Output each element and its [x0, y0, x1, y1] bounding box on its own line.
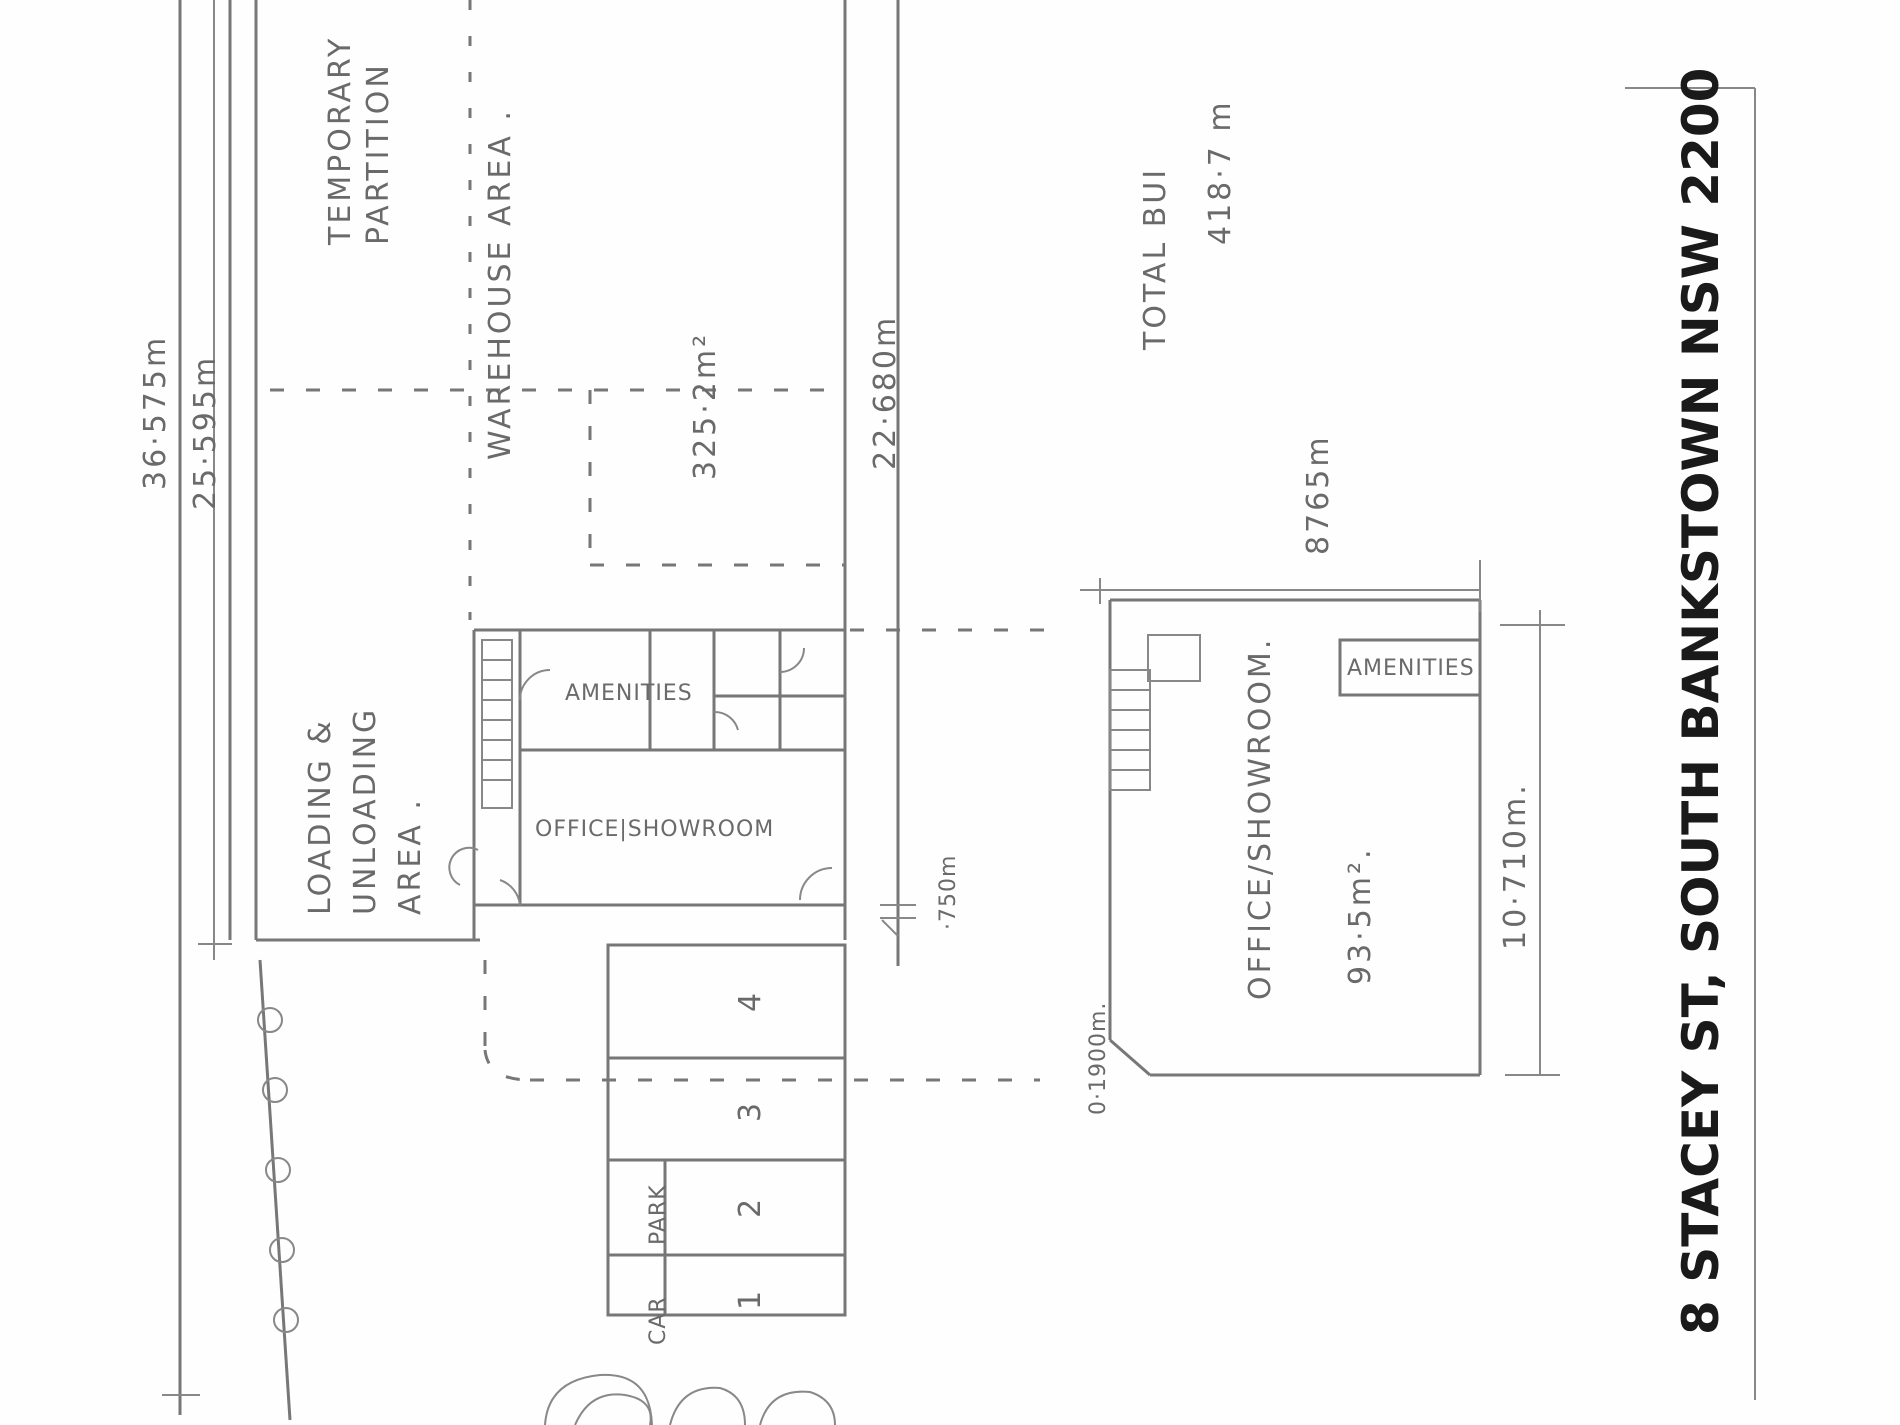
car-park-labels: CAR PARK 1 2 3 4 [646, 990, 768, 1345]
car-park [606, 943, 847, 1317]
ground-stairs [481, 639, 513, 809]
fence-posts [257, 1007, 299, 1333]
loading-label-3: AREA . [393, 797, 428, 915]
overall-dimension-lines [162, 0, 916, 1415]
title-block: 8 STACEY ST, SOUTH BANKSTOWN NSW 2200 [1625, 68, 1756, 1400]
upper-floor-plan [1080, 560, 1565, 1077]
small-offset-label: ·750m [936, 855, 961, 930]
warehouse-length-label: 22·680m [868, 315, 903, 470]
loading-label-2: UNLOADING [348, 707, 383, 915]
upper-depth-label: 10·710m. [1498, 782, 1533, 950]
dimension-labels: 36·575m 25·595m 22·680m 8765m 10·710m. ·… [138, 315, 1533, 1115]
amenities-upper-label: AMENITIES [1347, 656, 1475, 681]
office-upper-area: 93·5m². [1343, 846, 1378, 985]
partition-label-2: PARTITION [361, 62, 396, 245]
bay-2-label: 2 [733, 1196, 768, 1218]
property-address: 8 STACEY ST, SOUTH BANKSTOWN NSW 2200 [1672, 68, 1730, 1335]
amenities-ground-label: AMENITIES [565, 681, 693, 706]
park-label: PARK [646, 1184, 671, 1245]
warehouse-label: WAREHOUSE AREA . [483, 108, 518, 460]
area-labels: TEMPORARY PARTITION WAREHOUSE AREA . 325… [303, 36, 1475, 1000]
bay-3-label: 3 [733, 1100, 768, 1122]
car-label: CAR [646, 1296, 671, 1345]
partition-lines [270, 0, 1060, 1082]
loading-label-1: LOADING & [303, 718, 338, 915]
partition-label-1: TEMPORARY [323, 36, 358, 246]
corner-offset-label: 0·1900m. [1086, 1002, 1111, 1115]
rear-width-label: 8765m [1301, 434, 1336, 555]
office-ground-label: OFFICE|SHOWROOM [535, 817, 774, 842]
building-walls [228, 0, 847, 1421]
office-upper-label: OFFICE/SHOWROOM. [1243, 637, 1278, 1000]
bay-4-label: 4 [733, 990, 768, 1012]
landscaping-trees [544, 1373, 836, 1425]
building-length-label: 25·595m [188, 355, 223, 510]
total-building-label: TOTAL BUI [1138, 167, 1173, 351]
door-swings [448, 647, 833, 906]
total-building-value: 418·7 m [1203, 99, 1238, 245]
overall-length-label: 36·575m [138, 335, 173, 490]
bay-1-label: 1 [733, 1288, 768, 1310]
warehouse-area: 325·2m² [688, 332, 723, 480]
